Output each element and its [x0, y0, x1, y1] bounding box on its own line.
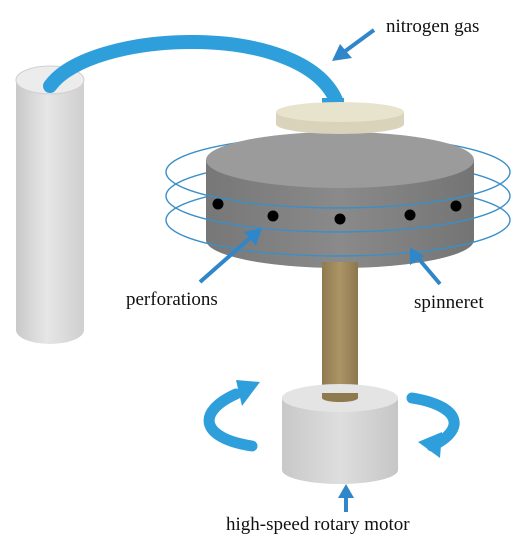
perforation-dot: [404, 209, 416, 221]
shaft: [322, 262, 358, 406]
label-motor: high-speed rotary motor: [226, 514, 410, 535]
perforation-dot: [450, 200, 462, 212]
perforation-dot: [334, 213, 346, 225]
gas-tube: [43, 35, 343, 107]
label-perforations: perforations: [126, 289, 218, 310]
spinneret: [165, 102, 511, 268]
rotation-arrow-right: [406, 392, 460, 458]
label-spinneret: spinneret: [414, 292, 484, 313]
motor: [282, 384, 398, 484]
arrow-spinneret: [410, 247, 442, 286]
arrow-motor: [338, 484, 354, 512]
arrow-nitrogen-gas: [332, 28, 376, 61]
arrow-perforations: [198, 228, 262, 284]
rotation-arrow-left: [203, 380, 260, 452]
perforation-dot: [212, 198, 224, 210]
perforation-dot: [267, 210, 279, 222]
gas-cylinder: [15, 65, 85, 344]
label-nitrogen-gas: nitrogen gas: [386, 16, 479, 37]
